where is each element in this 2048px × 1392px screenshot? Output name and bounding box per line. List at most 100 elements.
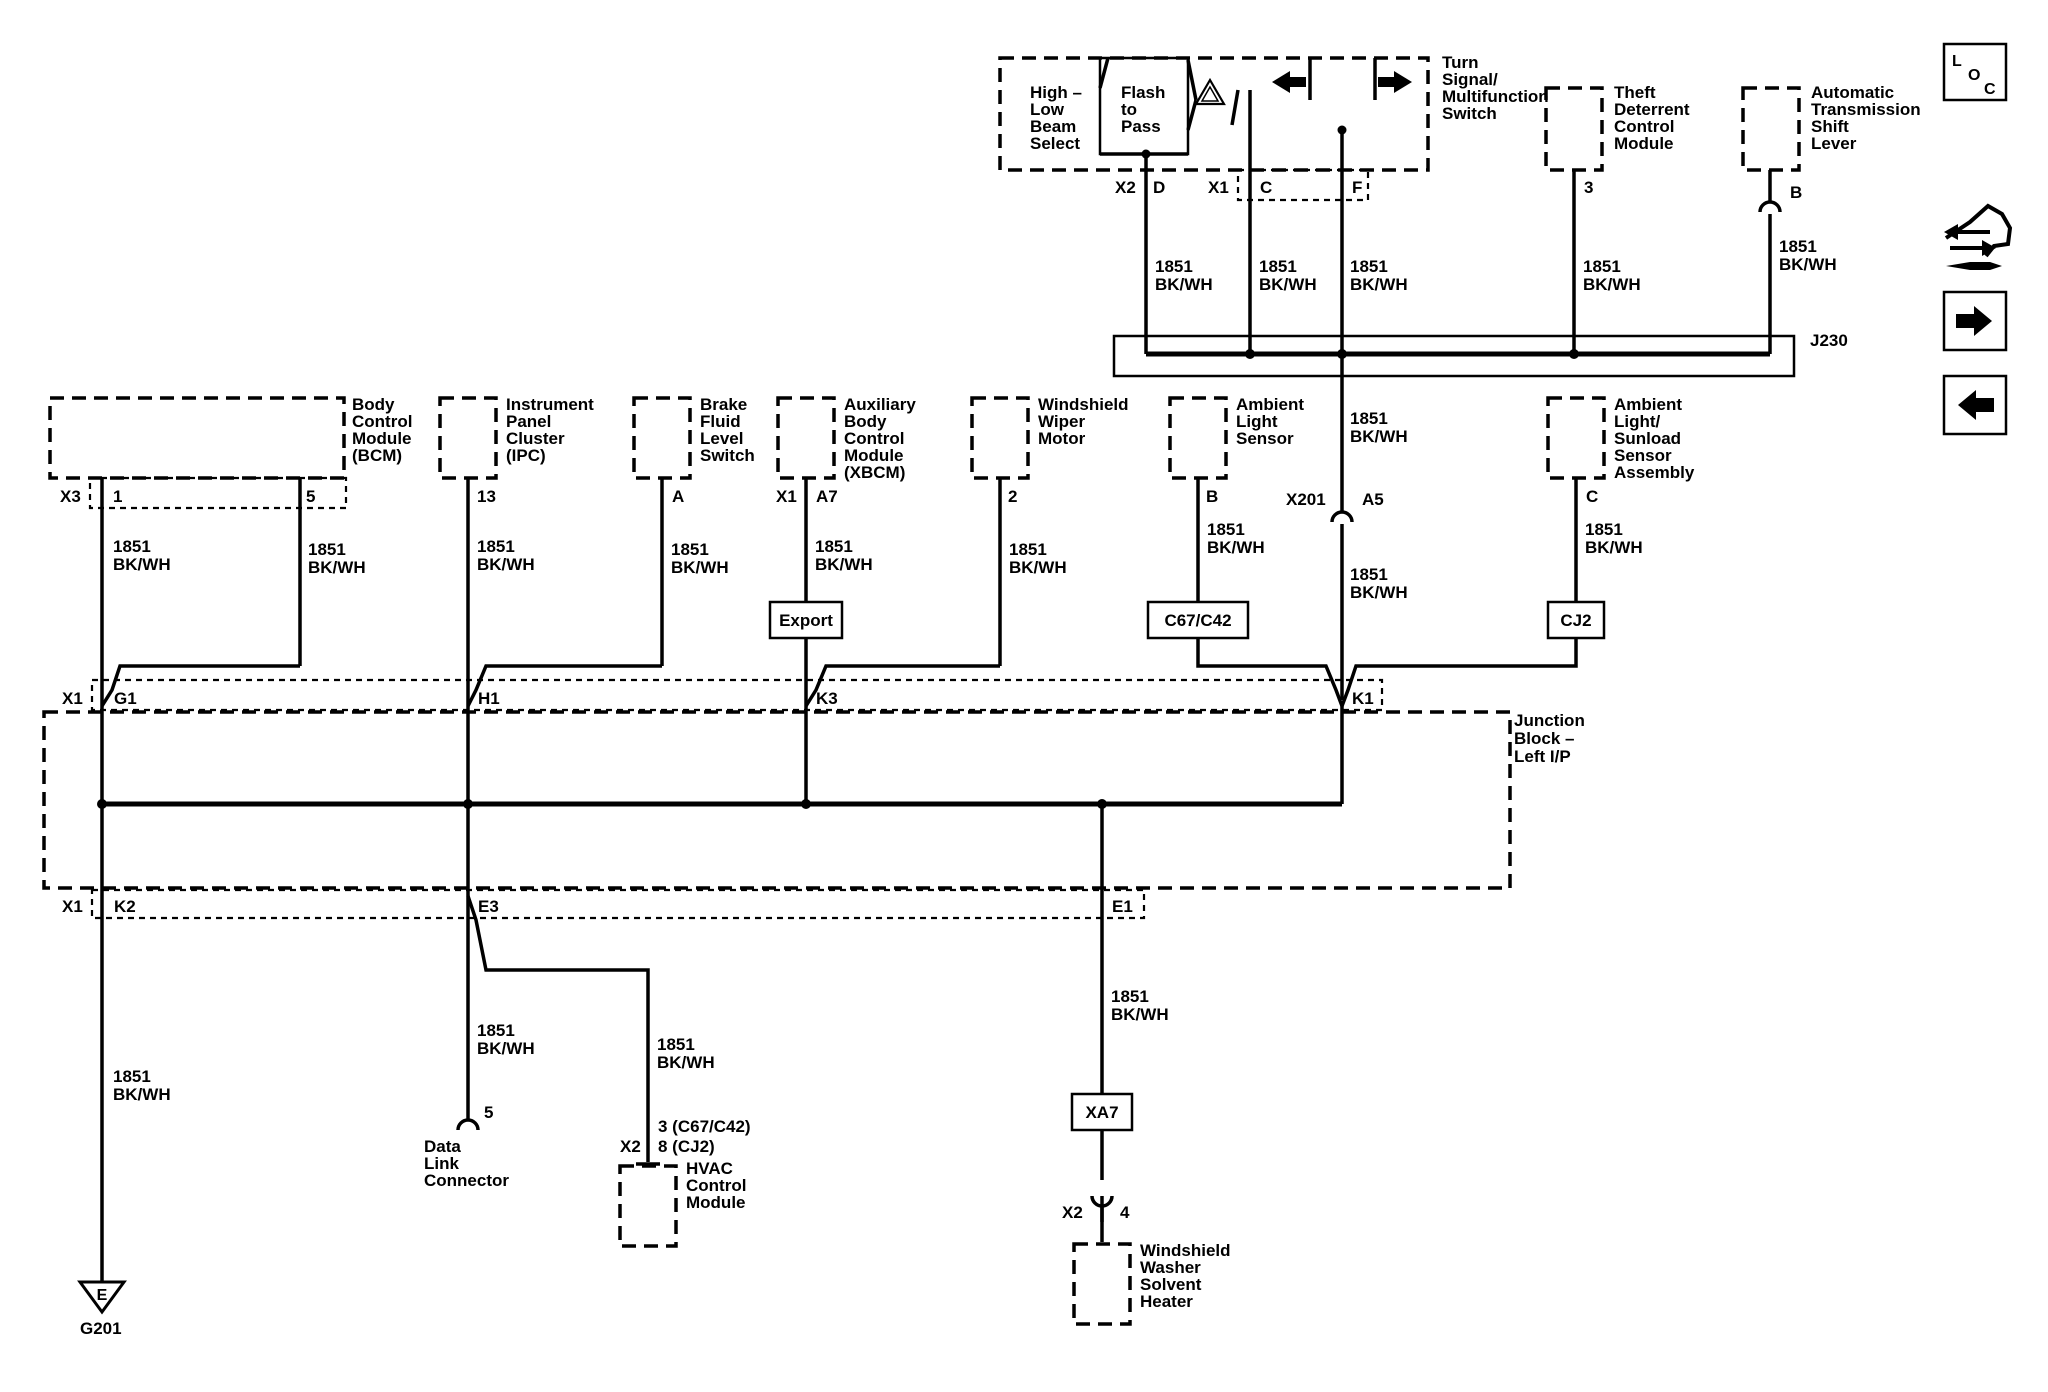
svg-text:5: 5 bbox=[484, 1103, 493, 1122]
svg-text:1851: 1851 bbox=[113, 537, 151, 556]
washer-solvent-heater: X2 4 Windshield Washer Solvent Heater bbox=[1062, 1203, 1231, 1326]
svg-text:J230: J230 bbox=[1810, 331, 1848, 350]
svg-text:(IPC): (IPC) bbox=[506, 446, 546, 465]
svg-text:Deterrent: Deterrent bbox=[1614, 100, 1690, 119]
svg-text:Windshield: Windshield bbox=[1140, 1241, 1231, 1260]
junction-block: Junction Block – Left I/P X1 G1 H1 K3 K1… bbox=[42, 678, 1585, 1094]
svg-text:Signal/: Signal/ bbox=[1442, 70, 1498, 89]
svg-text:Washer: Washer bbox=[1140, 1258, 1201, 1277]
svg-text:BK/WH: BK/WH bbox=[1207, 538, 1265, 557]
svg-text:Windshield: Windshield bbox=[1038, 395, 1129, 414]
svg-text:BK/WH: BK/WH bbox=[1583, 275, 1641, 294]
svg-text:G1: G1 bbox=[114, 689, 137, 708]
next-page-button[interactable] bbox=[1942, 290, 2008, 352]
svg-text:Panel: Panel bbox=[506, 412, 551, 431]
loc-button[interactable]: L O C bbox=[1942, 42, 2008, 102]
top-wires bbox=[1144, 125, 1772, 354]
svg-text:Multifunction: Multifunction bbox=[1442, 87, 1549, 106]
svg-text:BK/WH: BK/WH bbox=[1155, 275, 1213, 294]
svg-text:Light: Light bbox=[1236, 412, 1278, 431]
svg-text:HVAC: HVAC bbox=[686, 1159, 733, 1178]
option-tags: Export C67/C42 CJ2 bbox=[768, 600, 1606, 640]
svg-text:1851: 1851 bbox=[1009, 540, 1047, 559]
svg-text:1851: 1851 bbox=[1259, 257, 1297, 276]
flash-to-pass-label: Flash bbox=[1121, 83, 1165, 102]
svg-text:A7: A7 bbox=[816, 487, 838, 506]
svg-text:8 (CJ2): 8 (CJ2) bbox=[658, 1137, 715, 1156]
svg-text:K1: K1 bbox=[1352, 689, 1374, 708]
svg-text:2: 2 bbox=[1008, 487, 1017, 506]
svg-text:Left I/P: Left I/P bbox=[1514, 747, 1571, 766]
svg-text:Sunload: Sunload bbox=[1614, 429, 1681, 448]
svg-text:1: 1 bbox=[113, 487, 122, 506]
top-wire-labels: 1851 BK/WH 1851 BK/WH 1851 BK/WH 1851 BK… bbox=[1155, 237, 1837, 294]
svg-text:Fluid: Fluid bbox=[700, 412, 741, 431]
connector-tool-icon[interactable] bbox=[1944, 203, 2013, 270]
svg-text:1851: 1851 bbox=[1350, 565, 1388, 584]
xa7-tag: XA7 bbox=[1070, 1092, 1134, 1132]
svg-text:BK/WH: BK/WH bbox=[477, 1039, 535, 1058]
svg-text:B: B bbox=[1206, 487, 1218, 506]
ipc: Instrument Panel Cluster (IPC) 13 bbox=[438, 395, 594, 506]
svg-text:1851: 1851 bbox=[1350, 257, 1388, 276]
svg-text:Link: Link bbox=[424, 1154, 459, 1173]
svg-text:Lever: Lever bbox=[1811, 134, 1857, 153]
svg-text:C: C bbox=[1260, 178, 1272, 197]
svg-text:(XBCM): (XBCM) bbox=[844, 463, 905, 482]
svg-text:1851: 1851 bbox=[1111, 987, 1149, 1006]
svg-text:4: 4 bbox=[1120, 1203, 1130, 1222]
svg-text:L: L bbox=[1952, 53, 1962, 70]
bottom-wires: 1851 BK/WH 1851 BK/WH 1851 BK/WH 1851 BK… bbox=[113, 895, 1169, 1242]
wiper-motor: Windshield Wiper Motor 2 bbox=[970, 395, 1129, 506]
svg-text:F: F bbox=[1352, 178, 1362, 197]
svg-text:1851: 1851 bbox=[815, 537, 853, 556]
svg-text:Block –: Block – bbox=[1514, 729, 1574, 748]
arrow-right-icon bbox=[1974, 306, 1992, 336]
svg-text:X1: X1 bbox=[1208, 178, 1229, 197]
svg-text:Shift: Shift bbox=[1811, 117, 1849, 136]
turn-right-arrow-icon bbox=[1394, 71, 1412, 93]
svg-text:C: C bbox=[1586, 487, 1598, 506]
previous-page-button[interactable] bbox=[1942, 374, 2008, 436]
hvac-control-module: X2 3 (C67/C42) 8 (CJ2) HVAC Control Modu… bbox=[618, 1117, 751, 1248]
c67-tag: C67/C42 bbox=[1164, 611, 1231, 630]
arrow-left-icon bbox=[1958, 390, 1976, 420]
svg-text:1851: 1851 bbox=[477, 1021, 515, 1040]
splice-j230: J230 bbox=[1112, 331, 1848, 378]
svg-text:A: A bbox=[672, 487, 684, 506]
svg-text:Body: Body bbox=[352, 395, 395, 414]
svg-text:(BCM): (BCM) bbox=[352, 446, 402, 465]
svg-text:Control: Control bbox=[352, 412, 412, 431]
svg-text:X1: X1 bbox=[62, 897, 83, 916]
svg-text:Brake: Brake bbox=[700, 395, 747, 414]
svg-text:BK/WH: BK/WH bbox=[1350, 427, 1408, 446]
svg-text:G201: G201 bbox=[80, 1319, 122, 1338]
middle-wires bbox=[100, 478, 1578, 1282]
svg-text:E1: E1 bbox=[1112, 897, 1133, 916]
svg-text:1851: 1851 bbox=[1585, 520, 1623, 539]
svg-text:BK/WH: BK/WH bbox=[1350, 275, 1408, 294]
svg-text:BK/WH: BK/WH bbox=[1111, 1005, 1169, 1024]
svg-text:Module: Module bbox=[1614, 134, 1674, 153]
svg-text:X2: X2 bbox=[620, 1137, 641, 1156]
svg-text:Cluster: Cluster bbox=[506, 429, 565, 448]
svg-text:13: 13 bbox=[477, 487, 496, 506]
svg-text:Low: Low bbox=[1030, 100, 1065, 119]
svg-text:5: 5 bbox=[306, 487, 315, 506]
svg-text:X201: X201 bbox=[1286, 490, 1326, 509]
svg-text:Light/: Light/ bbox=[1614, 412, 1661, 431]
svg-text:Switch: Switch bbox=[1442, 104, 1497, 123]
svg-text:Junction: Junction bbox=[1514, 711, 1585, 730]
svg-text:BK/WH: BK/WH bbox=[1350, 583, 1408, 602]
svg-text:Module: Module bbox=[686, 1193, 746, 1212]
data-link-connector: 5 Data Link Connector bbox=[424, 1103, 509, 1190]
svg-text:K2: K2 bbox=[114, 897, 136, 916]
svg-text:BK/WH: BK/WH bbox=[1585, 538, 1643, 557]
svg-text:1851: 1851 bbox=[308, 540, 346, 559]
svg-text:Automatic: Automatic bbox=[1811, 83, 1894, 102]
theft-deterrent-module: Theft Deterrent Control Module 3 bbox=[1544, 83, 1690, 197]
svg-text:1851: 1851 bbox=[1350, 409, 1388, 428]
svg-text:Pass: Pass bbox=[1121, 117, 1161, 136]
svg-text:C: C bbox=[1984, 81, 1996, 98]
